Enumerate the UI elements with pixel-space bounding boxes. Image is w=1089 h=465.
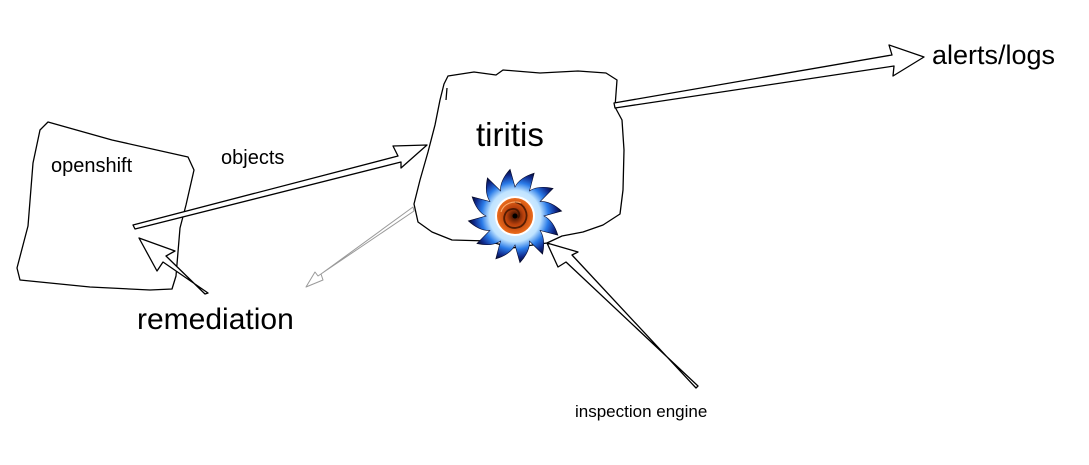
inspection-engine-label: inspection engine (575, 402, 707, 421)
vortex-swirl (503, 201, 528, 229)
tiritis-box (413, 69, 625, 249)
alerts-logs-arrow (613, 44, 925, 109)
remediation-arrow (138, 237, 209, 295)
inspection-engine-arrow (546, 242, 699, 389)
spinning-vortex-icon (467, 168, 563, 264)
tiritis-label: tiritis (476, 116, 544, 153)
openshift-label: openshift (51, 155, 133, 177)
objects-arrow (132, 144, 428, 230)
remediation-edge: remediation (137, 237, 294, 336)
remediation-label: remediation (137, 303, 294, 336)
faint-remediation-arrow (305, 206, 415, 288)
objects-label: objects (221, 147, 284, 169)
inspection-engine-edge: inspection engine (546, 242, 707, 421)
alerts-logs-edge: alerts/logs (613, 40, 1055, 109)
tiritis-node: tiritis (413, 69, 625, 249)
tiritis-box-tick (445, 87, 448, 101)
objects-edge: objects (132, 144, 428, 230)
vortex-eye (512, 213, 518, 219)
vortex-swirl-inner (500, 201, 522, 213)
faint-remediation-edge (305, 206, 415, 288)
alerts-logs-label: alerts/logs (932, 40, 1055, 70)
